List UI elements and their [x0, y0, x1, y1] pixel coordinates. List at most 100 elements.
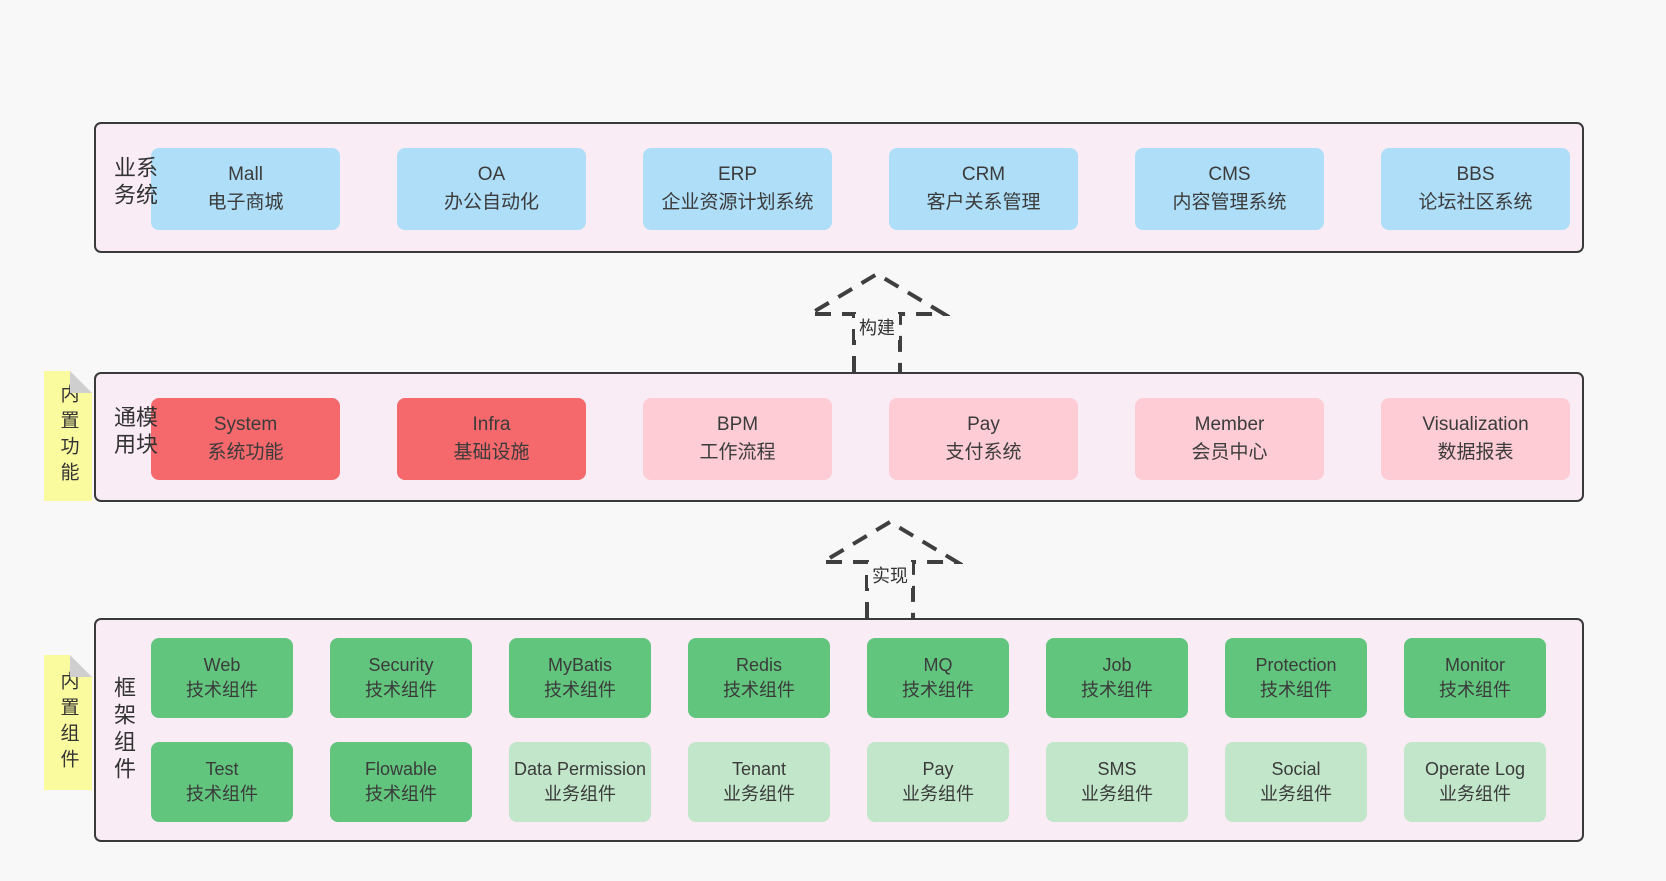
node-name: Monitor — [1444, 655, 1506, 675]
node-desc: 基础设施 — [453, 442, 530, 463]
node-desc: 系统功能 — [207, 442, 284, 463]
node-pay: Pay 支付系统 — [889, 398, 1078, 480]
node-desc: 业务组件 — [1260, 784, 1332, 804]
node-desc: 业务组件 — [902, 784, 974, 804]
node-mall: Mall 电子商城 — [151, 148, 340, 230]
node-web: Web 技术组件 — [151, 638, 293, 718]
node-oa: OA 办公自动化 — [397, 148, 586, 230]
arrow-implement-label: 实现 — [868, 562, 912, 588]
arrow-implement: 实现 — [817, 516, 963, 618]
arrow-build-label: 构建 — [855, 314, 899, 340]
node-operate-log: Operate Log 业务组件 — [1404, 742, 1546, 822]
sticky-note-label: 内置功能 — [57, 384, 79, 488]
band-label-framework-components: 框架组件 — [111, 676, 136, 784]
node-name: CRM — [961, 164, 1006, 185]
business-systems-row: Mall 电子商城 OA 办公自动化 ERP 企业资源计划系统 CRM 客户关系… — [151, 148, 1570, 230]
node-name: MyBatis — [547, 655, 612, 675]
node-name: Member — [1194, 414, 1265, 435]
node-name: CMS — [1208, 164, 1251, 185]
node-test: Test 技术组件 — [151, 742, 293, 822]
node-name: System — [213, 414, 278, 435]
node-pay-component: Pay 业务组件 — [867, 742, 1009, 822]
node-flowable: Flowable 技术组件 — [330, 742, 472, 822]
node-desc: 会员中心 — [1191, 442, 1268, 463]
node-desc: 业务组件 — [1439, 784, 1511, 804]
node-name: Operate Log — [1424, 759, 1526, 779]
node-name: Redis — [735, 655, 783, 675]
node-crm: CRM 客户关系管理 — [889, 148, 1078, 230]
node-desc: 技术组件 — [365, 680, 437, 700]
node-security: Security 技术组件 — [330, 638, 472, 718]
sticky-note-built-in-features: 内置功能 — [44, 371, 92, 501]
node-desc: 技术组件 — [1081, 680, 1153, 700]
node-name: Visualization — [1422, 414, 1529, 435]
node-name: BBS — [1456, 164, 1495, 185]
node-desc: 工作流程 — [699, 442, 776, 463]
node-desc: 技术组件 — [186, 680, 258, 700]
node-name: ERP — [717, 164, 758, 185]
up-arrow-icon — [817, 519, 963, 618]
node-name: Protection — [1255, 655, 1337, 675]
arrow-build: 构建 — [804, 268, 950, 372]
node-desc: 办公自动化 — [443, 192, 539, 213]
node-name: Social — [1271, 759, 1321, 779]
node-desc: 论坛社区系统 — [1418, 192, 1533, 213]
band-business-systems: 业务系统 Mall 电子商城 OA 办公自动化 ERP 企业资源计划系统 CRM… — [94, 122, 1584, 253]
node-tenant: Tenant 业务组件 — [688, 742, 830, 822]
node-erp: ERP 企业资源计划系统 — [643, 148, 832, 230]
node-name: Security — [368, 655, 434, 675]
node-social: Social 业务组件 — [1225, 742, 1367, 822]
node-data-permission: Data Permission 业务组件 — [509, 742, 651, 822]
node-name: Tenant — [731, 759, 787, 779]
node-infra: Infra 基础设施 — [397, 398, 586, 480]
node-name: MQ — [923, 655, 953, 675]
node-cms: CMS 内容管理系统 — [1135, 148, 1324, 230]
node-sms: SMS 业务组件 — [1046, 742, 1188, 822]
node-visualization: Visualization 数据报表 — [1381, 398, 1570, 480]
node-name: Test — [205, 759, 239, 779]
node-mybatis: MyBatis 技术组件 — [509, 638, 651, 718]
node-desc: 技术组件 — [1439, 680, 1511, 700]
node-name: Flowable — [364, 759, 438, 779]
sticky-note-built-in-components: 内置组件 — [44, 655, 92, 790]
node-name: OA — [477, 164, 506, 185]
node-system: System 系统功能 — [151, 398, 340, 480]
node-name: BPM — [716, 414, 759, 435]
node-bpm: BPM 工作流程 — [643, 398, 832, 480]
node-desc: 数据报表 — [1437, 442, 1514, 463]
node-desc: 电子商城 — [207, 192, 284, 213]
node-name: Pay — [922, 759, 954, 779]
node-desc: 技术组件 — [544, 680, 616, 700]
node-desc: 技术组件 — [365, 784, 437, 804]
node-name: Infra — [472, 414, 511, 435]
common-modules-row: System 系统功能 Infra 基础设施 BPM 工作流程 Pay 支付系统… — [151, 398, 1570, 480]
node-name: SMS — [1097, 759, 1137, 779]
node-desc: 技术组件 — [902, 680, 974, 700]
node-desc: 技术组件 — [1260, 680, 1332, 700]
node-desc: 企业资源计划系统 — [661, 192, 814, 213]
node-name: Mall — [228, 164, 263, 185]
band-label-common-modules: 通用模块 — [111, 405, 158, 460]
node-desc: 内容管理系统 — [1172, 192, 1287, 213]
node-redis: Redis 技术组件 — [688, 638, 830, 718]
node-desc: 技术组件 — [186, 784, 258, 804]
up-arrow-icon — [804, 271, 950, 372]
band-common-modules: 通用模块 System 系统功能 Infra 基础设施 BPM 工作流程 Pay… — [94, 372, 1584, 502]
framework-components-row-1: Web 技术组件 Security 技术组件 MyBatis 技术组件 Redi… — [151, 638, 1546, 718]
node-desc: 支付系统 — [945, 442, 1022, 463]
node-desc: 业务组件 — [544, 784, 616, 804]
node-desc: 客户关系管理 — [926, 192, 1041, 213]
node-desc: 业务组件 — [1081, 784, 1153, 804]
node-name: Job — [1102, 655, 1132, 675]
node-desc: 业务组件 — [723, 784, 795, 804]
band-label-business-systems: 业务系统 — [111, 155, 158, 210]
node-bbs: BBS 论坛社区系统 — [1381, 148, 1570, 230]
node-name: Web — [203, 655, 241, 675]
node-protection: Protection 技术组件 — [1225, 638, 1367, 718]
node-name: Pay — [967, 414, 1000, 435]
node-member: Member 会员中心 — [1135, 398, 1324, 480]
node-desc: 技术组件 — [723, 680, 795, 700]
sticky-note-label: 内置组件 — [57, 670, 79, 775]
framework-components-row-2: Test 技术组件 Flowable 技术组件 Data Permission … — [151, 742, 1546, 822]
node-job: Job 技术组件 — [1046, 638, 1188, 718]
